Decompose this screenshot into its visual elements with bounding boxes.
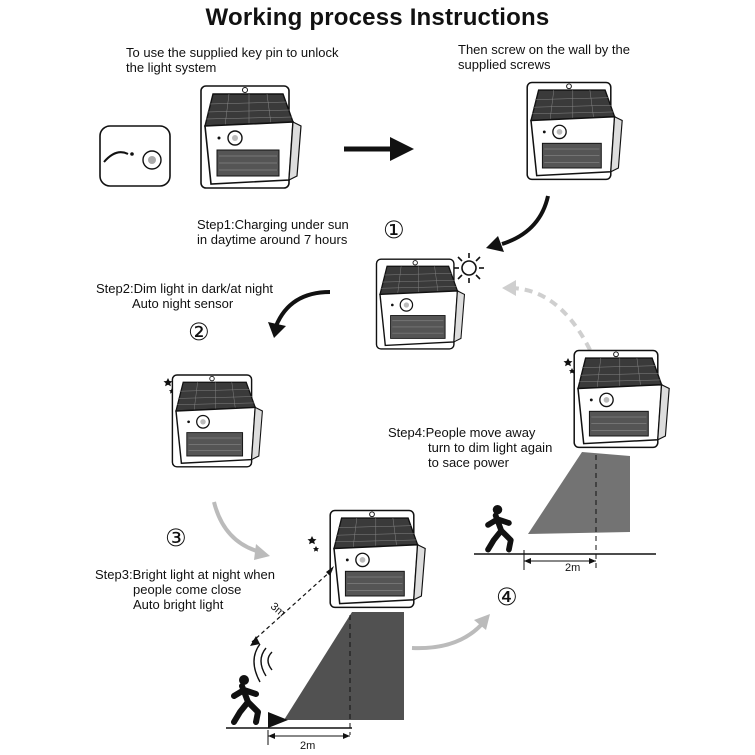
running-person-icon	[488, 505, 511, 550]
caption-step3: Step3:Bright light at night when people …	[95, 567, 275, 612]
light-beam-step4	[528, 452, 630, 534]
step-number-4: ④	[496, 583, 518, 611]
ground-distance-label-left: 2m	[300, 740, 316, 752]
lamp-step4	[573, 349, 670, 449]
detect-distance-line	[251, 569, 333, 643]
ground-distance-label-right: 2m	[565, 562, 581, 574]
step-number-2: ②	[188, 318, 210, 346]
step-number-3: ③	[165, 524, 187, 552]
moon-stars-icon	[547, 354, 575, 374]
arrow-to-step3	[212, 501, 261, 554]
running-person-icon	[234, 675, 258, 722]
page-title: Working process Instructions	[205, 4, 550, 31]
caption-step4: Step4:People move away turn to dim light…	[388, 425, 553, 470]
sensor-waves-icon	[253, 643, 273, 683]
lamp-unlock	[200, 85, 302, 189]
lamp-step2	[171, 374, 264, 468]
arrow-to-step1	[501, 195, 550, 246]
arrow-step4-to-step1	[511, 286, 592, 351]
lamp-step1	[375, 258, 466, 350]
arrow-to-step2	[274, 290, 331, 327]
caption-unlock: To use the supplied key pin to unlock th…	[126, 45, 339, 75]
lamp-mounted	[526, 81, 623, 181]
caption-mount: Then screw on the wall by the supplied s…	[458, 42, 630, 72]
moon-stars-icon	[291, 532, 319, 552]
caption-step1: Step1:Charging under sun in daytime arou…	[197, 217, 349, 247]
step-number-1: ①	[383, 216, 405, 244]
arrow-to-step4	[411, 622, 484, 651]
lamp-step3	[329, 509, 426, 609]
caption-step2: Step2:Dim light in dark/at night Auto ni…	[96, 281, 274, 311]
light-beam-step3	[284, 612, 404, 720]
sun-icon	[454, 253, 484, 283]
key-pin-inset	[99, 125, 171, 187]
arrow-icon	[344, 137, 414, 161]
moon-stars-icon	[147, 374, 175, 394]
